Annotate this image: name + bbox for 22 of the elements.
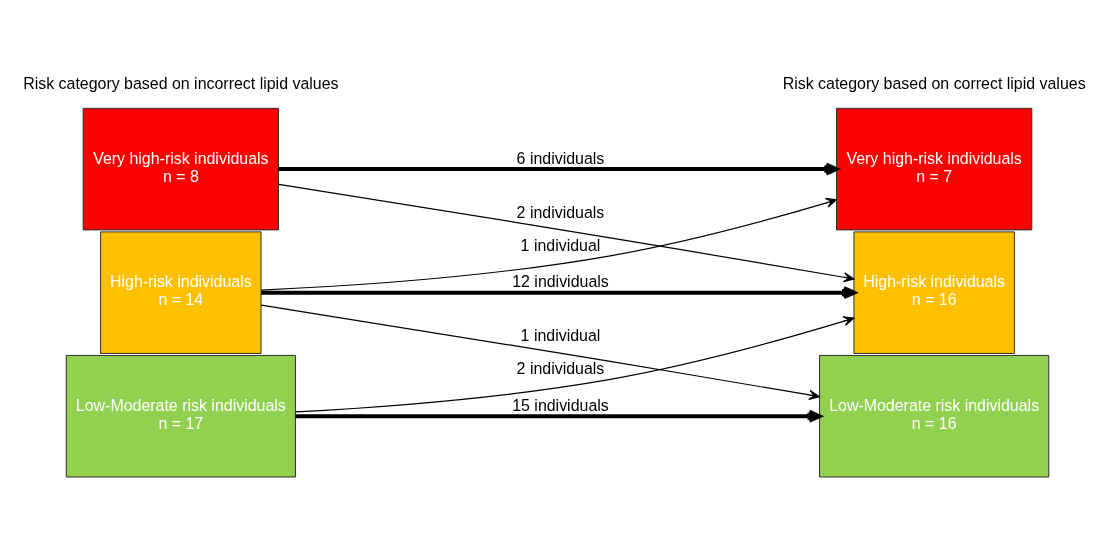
node-box: Low-Moderate risk individuals n = 16 xyxy=(819,354,1050,478)
arrow xyxy=(278,183,855,283)
edge-label: 2 individuals xyxy=(516,203,605,221)
arrow xyxy=(278,162,839,176)
node-box: Very high-risk individuals n = 8 xyxy=(82,107,279,231)
arrow xyxy=(295,316,855,413)
label: Risk category based on correct lipid values xyxy=(782,75,1086,93)
edge-label: 1 individual xyxy=(520,327,601,345)
node-box: High-risk individuals n = 14 xyxy=(100,231,262,354)
edge-label: 1 individual xyxy=(520,236,601,254)
arrow xyxy=(260,197,837,291)
node-box: High-risk individuals n = 16 xyxy=(853,231,1015,354)
arrow xyxy=(295,409,822,423)
arrow xyxy=(260,304,820,400)
edge-label: 6 individuals xyxy=(516,149,605,167)
edge-label: 12 individuals xyxy=(512,273,609,291)
arrow xyxy=(261,286,857,300)
node-box: Very high-risk individuals n = 7 xyxy=(836,107,1033,231)
edge-label: 2 individuals xyxy=(516,360,605,378)
label: Risk category based on incorrect lipid values xyxy=(23,75,339,93)
edge-label: 15 individuals xyxy=(512,397,609,415)
node-box: Low-Moderate risk individuals n = 17 xyxy=(65,354,296,478)
